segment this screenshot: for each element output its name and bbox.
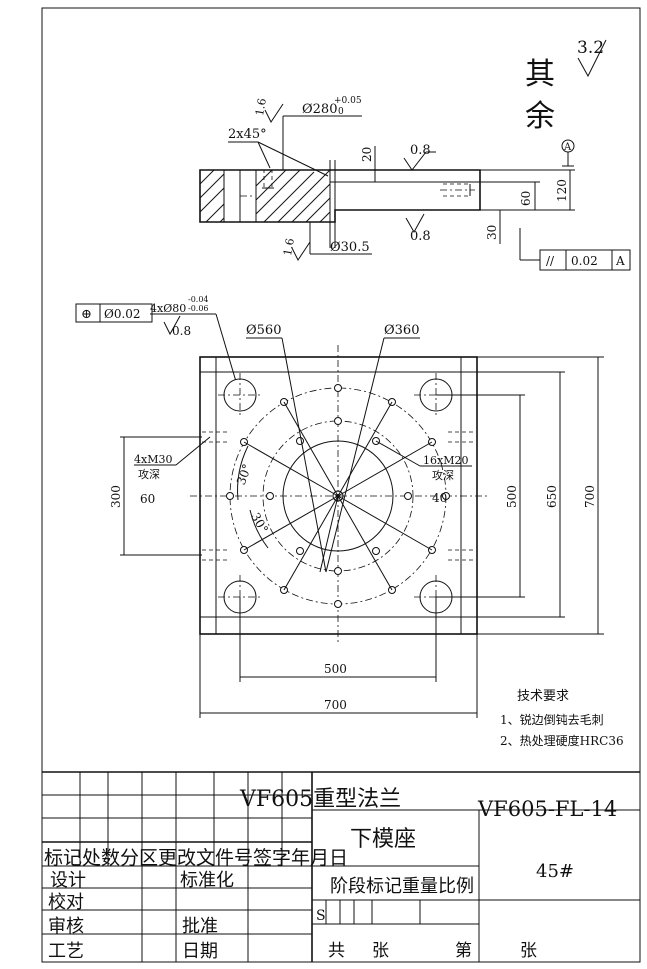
- parallel-symbol: //: [546, 254, 555, 268]
- hatch-left: [199, 169, 241, 223]
- m20-label: 16xM20: [423, 454, 468, 467]
- plate-outline: [199, 356, 478, 635]
- dim-300: 300: [109, 485, 123, 508]
- s-mark: S: [316, 908, 326, 924]
- dim-700-v: 700: [583, 485, 597, 508]
- dia-560: Ø560: [246, 323, 281, 338]
- tech-line-1: 1、锐边倒钝去毛刺: [500, 713, 604, 727]
- position-symbol: ⊕: [81, 307, 92, 322]
- rough-08-bottom: 0.8: [410, 229, 431, 244]
- holes-tol-upper: -0.04: [188, 295, 209, 304]
- position-frame: [75, 303, 153, 323]
- m30-tap: 攻深: [138, 467, 160, 481]
- label-process: 工艺: [48, 941, 84, 962]
- datum-a: A: [563, 142, 572, 153]
- label-design: 设计: [50, 870, 86, 891]
- chamfer-label: 2x45°: [228, 127, 267, 142]
- material: 45#: [536, 861, 574, 882]
- title-block: VF605重型法兰 VF605-FL-14 下模座 45# 标记处数分区更改文件…: [42, 771, 640, 962]
- tol-upper: +0.05: [334, 96, 362, 106]
- part-name: 下模座: [350, 827, 416, 852]
- holes-tol-lower: -0.06: [188, 304, 209, 313]
- roughness-char-2: 余: [525, 99, 555, 134]
- sheet-border: [41, 7, 641, 963]
- dim-700-h: 700: [324, 698, 347, 712]
- label-check: 校对: [48, 892, 84, 913]
- dim-60: 60: [519, 191, 533, 206]
- m30-label: 4xM30: [134, 453, 172, 466]
- position-tol: Ø0.02: [104, 307, 141, 321]
- dim-120: 120: [555, 179, 569, 202]
- parallel-tol: 0.02: [571, 254, 598, 268]
- section-view: 2x45° 1.6 Ø280 +0.05 0 20 0.8 A 120 60 3: [199, 96, 631, 271]
- dia-280: Ø280: [302, 102, 337, 117]
- center-bore: [282, 440, 394, 552]
- rough-mark-icon: [264, 103, 284, 123]
- stage-row: 阶段标记重量比例: [330, 876, 474, 897]
- bolt-holes: [226, 384, 450, 608]
- plan-view: ⊕ Ø0.02 4xØ80 -0.04 -0.06 0.8: [75, 295, 604, 718]
- revision-header: 标记处数分区更改文件号签字年月日: [44, 847, 348, 869]
- roughness-note: 其 余 3.2: [525, 38, 607, 134]
- label-sheets-1: 张: [372, 941, 389, 961]
- tech-requirements: 技术要求 1、锐边倒钝去毛刺 2、热处理硬度HRC36: [500, 689, 624, 748]
- m20-depth: 40: [432, 491, 447, 505]
- label-approve: 批准: [182, 916, 218, 937]
- roughness-check-icon: [577, 39, 607, 78]
- tol-lower: 0: [338, 107, 344, 117]
- side-tapped-holes: [202, 431, 475, 561]
- label-date: 日期: [182, 941, 218, 962]
- parallel-frame: [539, 249, 631, 271]
- bolt-circle-360: [262, 420, 414, 572]
- holes-4x80: 4xØ80: [150, 302, 186, 315]
- m20-tap: 攻深: [432, 468, 454, 482]
- dim-20: 20: [360, 147, 374, 162]
- rough-16-top: 1.6: [253, 97, 269, 116]
- dim-500-h: 500: [324, 662, 347, 676]
- label-sheets-2: 张: [520, 941, 537, 961]
- tech-line-2: 2、热处理硬度HRC36: [500, 733, 624, 748]
- rough-08-plan: 0.8: [172, 324, 191, 338]
- radial-lines: [243, 401, 433, 591]
- drawing-title: VF605重型法兰: [239, 787, 401, 812]
- label-standard: 标准化: [180, 870, 234, 891]
- hatch-mid: [255, 169, 331, 223]
- label-no: 第: [455, 941, 472, 961]
- dim-30: 30: [485, 225, 499, 240]
- roughness-char-1: 其: [525, 57, 555, 92]
- tech-title: 技术要求: [517, 689, 569, 704]
- dim-650: 650: [545, 485, 559, 508]
- rough-16-bottom: 1.6: [281, 237, 297, 256]
- label-review: 审核: [48, 916, 84, 937]
- dim-500-v: 500: [505, 485, 519, 508]
- dia-30-5: Ø30.5: [330, 240, 370, 255]
- m30-depth: 60: [140, 492, 155, 506]
- roughness-value: 3.2: [577, 38, 604, 58]
- rough-08-top: 0.8: [410, 143, 431, 158]
- angle-30-a: 30°: [234, 462, 254, 487]
- dia-360: Ø360: [384, 323, 419, 338]
- label-total: 共: [328, 941, 345, 961]
- parallel-ref: A: [615, 254, 625, 268]
- drawing-number: VF605-FL-14: [477, 797, 617, 821]
